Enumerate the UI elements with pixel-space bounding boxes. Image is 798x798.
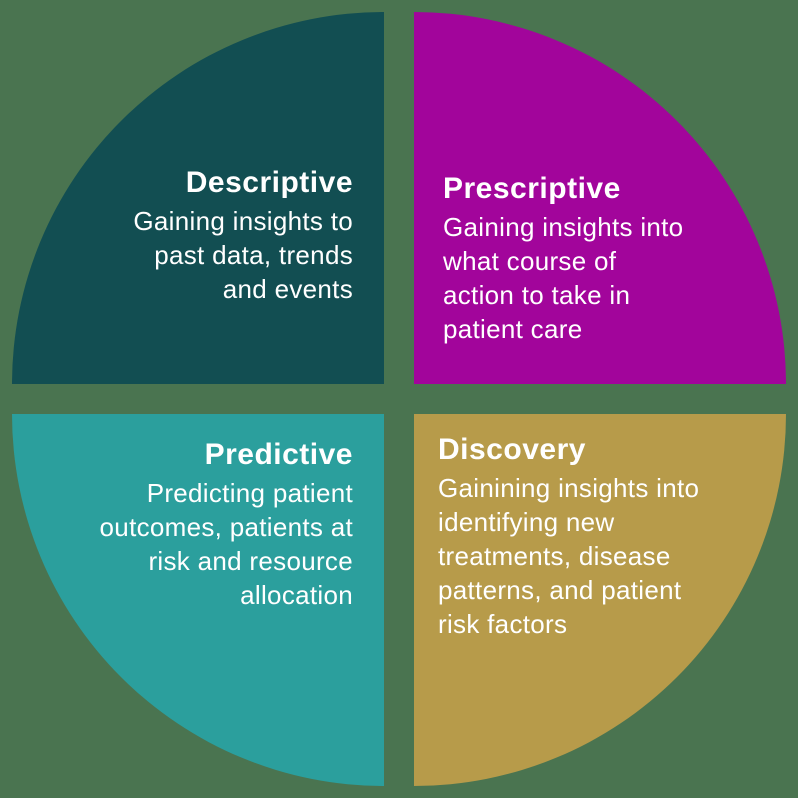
quadrant-description-line: what course of	[443, 246, 617, 276]
quadrant-description-line: risk factors	[438, 609, 568, 639]
quadrant-descriptive-text: Descriptive Gaining insights to past dat…	[133, 162, 353, 306]
quadrant-description-line: and events	[222, 274, 353, 304]
quadrant-description-line: allocation	[240, 580, 353, 610]
quadrant-description-line: patterns, and patient	[438, 575, 682, 605]
quadrant-description-line: treatments, disease	[438, 541, 671, 571]
quadrant-prescriptive: Prescriptive Gaining insights into what …	[414, 12, 786, 384]
quadrant-descriptive: Descriptive Gaining insights to past dat…	[12, 12, 384, 384]
quadrant-predictive-text: Predictive Predicting patient outcomes, …	[100, 434, 353, 612]
quadrant-description-line: outcomes, patients at	[99, 512, 353, 542]
quadrant-title: Predictive	[204, 438, 353, 471]
quadrant-title: Prescriptive	[443, 172, 621, 205]
quadrant-description-line: Gainining insights into	[438, 473, 700, 503]
quadrant-discovery-text: Discovery Gainining insights into identi…	[438, 429, 699, 641]
quadrant-title: Discovery	[438, 433, 586, 466]
quadrant-description-line: past data, trends	[154, 240, 353, 270]
quadrant-description-line: risk and resource	[148, 546, 353, 576]
quadrant-description-line: Predicting patient	[146, 478, 353, 508]
quadrant-description-line: patient care	[443, 314, 583, 344]
quadrant-description-line: Gaining insights into	[443, 212, 684, 242]
quadrant-discovery: Discovery Gainining insights into identi…	[414, 414, 786, 786]
quadrant-prescriptive-text: Prescriptive Gaining insights into what …	[443, 168, 683, 346]
quadrant-description-line: action to take in	[443, 280, 631, 310]
quadrant-predictive: Predictive Predicting patient outcomes, …	[12, 414, 384, 786]
quadrant-description-line: identifying new	[438, 507, 615, 537]
quadrant-title: Descriptive	[185, 166, 353, 199]
quadrant-description-line: Gaining insights to	[133, 206, 353, 236]
